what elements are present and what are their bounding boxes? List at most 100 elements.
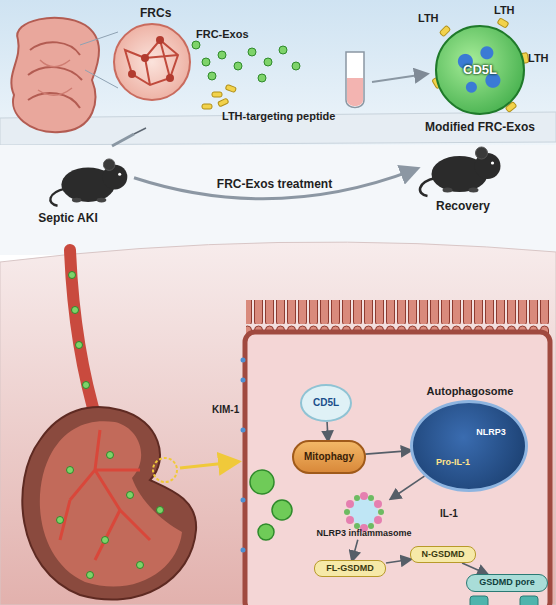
illustration-part	[57, 517, 64, 524]
illustration-part	[497, 18, 509, 28]
node-label: FL-GSDMD	[315, 563, 385, 573]
illustration-part	[67, 467, 74, 474]
illustration-part	[80, 32, 118, 45]
inflammasome-ring: NLRP3 inflammasome	[318, 494, 410, 540]
illustration-part	[202, 58, 210, 66]
illustration-part	[127, 492, 134, 499]
illustration-part	[258, 524, 274, 540]
illustration-part	[354, 495, 360, 501]
illustration-part	[218, 98, 229, 107]
illustration-part	[241, 428, 246, 433]
flow-arrow	[327, 422, 328, 440]
illustration-part	[344, 492, 384, 532]
illustration-part	[272, 500, 292, 520]
illustration-part	[107, 452, 114, 459]
node-label: Mitophagy	[294, 451, 364, 463]
text-label: LTH	[494, 4, 515, 16]
illustration-part	[0, 0, 556, 145]
illustration-part	[378, 509, 384, 515]
septic-mouse: Septic AKI	[48, 150, 134, 208]
illustration-part	[103, 159, 114, 170]
text-label: FRC-Exos	[196, 28, 249, 40]
illustration-part	[241, 548, 246, 553]
illustration-part	[292, 62, 300, 70]
illustration-part	[72, 198, 82, 203]
illustration-part	[415, 138, 510, 198]
illustration-part	[241, 358, 246, 553]
node-label: NLRP3	[469, 427, 513, 437]
illustration-part	[125, 40, 178, 85]
illustration-part	[470, 596, 488, 605]
illustration-part	[443, 188, 453, 193]
illustration-part	[76, 342, 83, 349]
illustration-part	[476, 147, 488, 159]
illustration-part	[208, 72, 216, 80]
flow-arrow	[391, 476, 424, 498]
illustration-part	[346, 52, 364, 108]
illustration-part	[374, 500, 382, 508]
text-label: FRCs	[140, 6, 171, 20]
illustration-part	[83, 382, 90, 389]
illustration-part	[234, 62, 242, 70]
node-label: Autophagosome	[407, 385, 533, 398]
node-label: Modified FRC-Exos	[415, 121, 545, 135]
flow-arrow	[352, 540, 357, 560]
mitochondrion: Mitophagy	[292, 440, 366, 474]
text-label: IL-1	[440, 508, 458, 519]
illustration-part	[72, 307, 79, 314]
illustration-part	[57, 452, 164, 579]
illustration-part	[520, 596, 538, 605]
illustration-part	[38, 60, 72, 95]
illustration-part	[264, 58, 272, 66]
illustration-part	[344, 509, 350, 515]
illustration-part	[50, 189, 65, 206]
illustration-part	[346, 492, 382, 532]
illustration-part	[372, 74, 426, 82]
text-label: KIM-1	[212, 404, 239, 415]
illustration-part	[279, 46, 287, 54]
illustration-part	[218, 51, 226, 59]
illustration-part	[250, 470, 292, 540]
illustration-part	[102, 537, 109, 544]
node-label: CD5L	[302, 397, 350, 409]
illustration-part	[97, 198, 107, 203]
node-label: N-GSDMD	[411, 549, 475, 559]
illustration-part	[225, 84, 236, 92]
illustration-part	[360, 492, 368, 500]
illustration-part	[28, 42, 82, 108]
cd5l-vesicle: CD5L	[300, 384, 352, 422]
illustration-part	[347, 78, 363, 106]
flow-arrow	[365, 451, 410, 455]
text-label: LTH	[528, 52, 549, 64]
illustration-part	[157, 507, 164, 514]
illustration-part	[202, 84, 236, 109]
illustration-part	[156, 36, 164, 44]
illustration-part	[491, 161, 494, 164]
illustration-part	[153, 458, 177, 482]
illustration-part	[69, 272, 90, 389]
illustration-part	[439, 25, 450, 36]
illustration-part	[69, 272, 76, 279]
recovered-mouse: Recovery	[415, 138, 510, 198]
illustration-part	[241, 498, 246, 503]
text-label: LTH-targeting peptide	[222, 110, 335, 122]
flow-arrow	[134, 169, 415, 198]
illustration-part	[22, 407, 196, 600]
node-label: Recovery	[423, 200, 503, 214]
illustration-part	[0, 145, 556, 255]
text-label: LTH	[418, 12, 439, 24]
illustration-part	[137, 562, 144, 569]
illustration-part	[134, 128, 146, 134]
illustration-part	[40, 421, 182, 586]
illustration-part	[350, 498, 378, 526]
illustration-part	[128, 70, 136, 78]
illustration-part	[112, 134, 134, 146]
mouse-illustration	[48, 150, 134, 208]
modified-exosome: CD5LModified FRC-Exos	[435, 25, 525, 115]
mouse-illustration	[415, 138, 510, 198]
node-label: GSDMD pore	[467, 577, 547, 587]
flow-arrow	[386, 559, 410, 563]
edge-label: FRC-Exos treatment	[217, 177, 332, 191]
illustration-part	[346, 500, 354, 508]
